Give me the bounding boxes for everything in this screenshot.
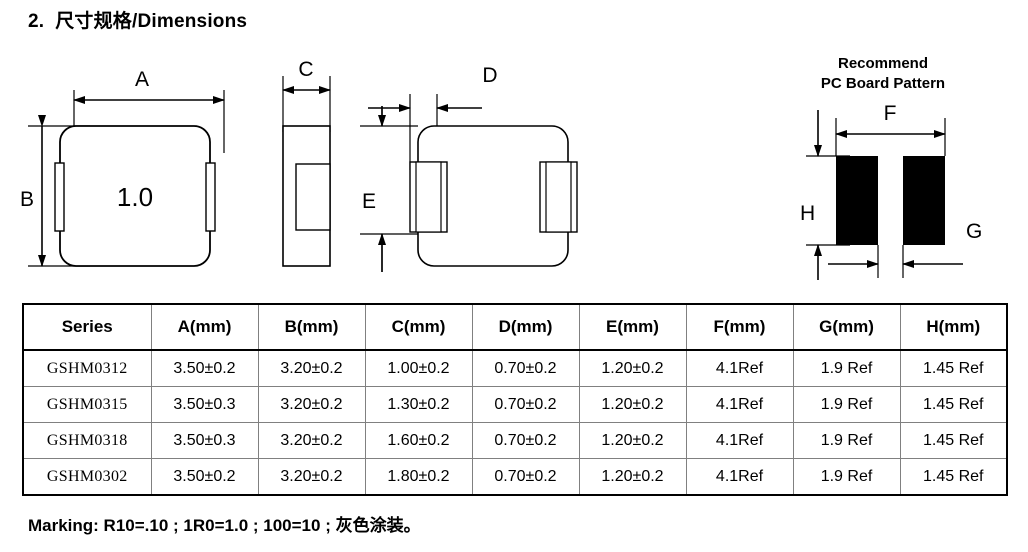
cell-h: 1.45 Ref: [899, 386, 1008, 423]
cell-h: 1.45 Ref: [899, 349, 1008, 387]
cell-d: 0.70±0.2: [471, 386, 580, 423]
cell-f: 4.1Ref: [685, 458, 794, 496]
cell-b: 3.20±0.2: [257, 349, 366, 387]
cell-g: 1.9 Ref: [792, 422, 901, 459]
cell-f: 4.1Ref: [685, 349, 794, 387]
cell-e: 1.20±0.2: [578, 422, 687, 459]
cell-c: 1.00±0.2: [364, 349, 473, 387]
cell-h: 1.45 Ref: [899, 458, 1008, 496]
dimension-label-b: B: [20, 188, 34, 211]
column-header-f: F(mm): [685, 303, 794, 351]
dimension-label-f: F: [884, 102, 897, 125]
cell-d: 0.70±0.2: [471, 422, 580, 459]
cell-series: GSHM0312: [22, 349, 152, 387]
cell-c: 1.80±0.2: [364, 458, 473, 496]
pcb-pattern-title-line1: Recommend: [838, 55, 928, 72]
drawings-svg: A B 1.0 C: [20, 55, 982, 280]
dimension-drawings: A B 1.0 C: [0, 48, 1028, 298]
cell-b: 3.20±0.2: [257, 458, 366, 496]
top-view-group: A B 1.0: [20, 68, 225, 267]
dimension-label-e: E: [362, 190, 376, 213]
pcb-pad-right: [903, 156, 945, 245]
cell-g: 1.9 Ref: [792, 458, 901, 496]
cell-series: GSHM0315: [22, 386, 152, 423]
cell-e: 1.20±0.2: [578, 349, 687, 387]
top-view-terminal-right: [205, 162, 216, 232]
column-header-c: C(mm): [364, 303, 473, 351]
cell-g: 1.9 Ref: [792, 349, 901, 387]
marking-note: Marking: R10=.10 ; 1R0=1.0 ; 100=10 ; 灰色…: [28, 516, 421, 535]
cell-a: 3.50±0.3: [150, 422, 259, 459]
column-header-b: B(mm): [257, 303, 366, 351]
page-title: 2. 尺寸规格/Dimensions: [28, 11, 248, 32]
cell-e: 1.20±0.2: [578, 458, 687, 496]
cell-b: 3.20±0.2: [257, 386, 366, 423]
cell-a: 3.50±0.2: [150, 458, 259, 496]
column-header-a: A(mm): [150, 303, 259, 351]
column-header-e: E(mm): [578, 303, 687, 351]
cell-f: 4.1Ref: [685, 422, 794, 459]
cell-b: 3.20±0.2: [257, 422, 366, 459]
cell-d: 0.70±0.2: [471, 458, 580, 496]
side-view-group: C: [282, 58, 331, 267]
pcb-pattern-title-line2: PC Board Pattern: [821, 75, 945, 92]
top-view-terminal-left: [54, 162, 65, 232]
part-marking-value: 1.0: [117, 182, 153, 212]
table-header-row: Series A(mm) B(mm) C(mm) D(mm) E(mm) F(m…: [22, 303, 1008, 351]
column-header-g: G(mm): [792, 303, 901, 351]
bottom-view-pad-left-inner: [415, 161, 442, 233]
cell-a: 3.50±0.3: [150, 386, 259, 423]
dimension-label-h: H: [800, 202, 815, 225]
pcb-pattern-group: Recommend PC Board Pattern F H G: [800, 55, 982, 280]
table-row: GSHM0315 3.50±0.3 3.20±0.2 1.30±0.2 0.70…: [22, 386, 1008, 423]
pcb-pad-left: [836, 156, 878, 245]
cell-e: 1.20±0.2: [578, 386, 687, 423]
cell-c: 1.60±0.2: [364, 422, 473, 459]
cell-h: 1.45 Ref: [899, 422, 1008, 459]
bottom-view-group: D E: [360, 64, 578, 272]
dimension-table: Series A(mm) B(mm) C(mm) D(mm) E(mm) F(m…: [22, 303, 1008, 496]
cell-series: GSHM0318: [22, 422, 152, 459]
table-row: GSHM0312 3.50±0.2 3.20±0.2 1.00±0.2 0.70…: [22, 349, 1008, 387]
dimension-table-container: Series A(mm) B(mm) C(mm) D(mm) E(mm) F(m…: [22, 303, 1008, 496]
dimension-label-g: G: [966, 220, 982, 243]
cell-f: 4.1Ref: [685, 386, 794, 423]
side-view-terminal: [295, 163, 331, 231]
dimension-label-d: D: [482, 64, 497, 87]
cell-series: GSHM0302: [22, 458, 152, 496]
table-row: GSHM0302 3.50±0.2 3.20±0.2 1.80±0.2 0.70…: [22, 458, 1008, 496]
dimension-label-c: C: [298, 58, 313, 81]
column-header-series: Series: [22, 303, 152, 351]
table-row: GSHM0318 3.50±0.3 3.20±0.2 1.60±0.2 0.70…: [22, 422, 1008, 459]
cell-c: 1.30±0.2: [364, 386, 473, 423]
cell-a: 3.50±0.2: [150, 349, 259, 387]
bottom-view-pad-right-inner: [545, 161, 572, 233]
dimension-label-a: A: [135, 68, 149, 91]
cell-g: 1.9 Ref: [792, 386, 901, 423]
column-header-h: H(mm): [899, 303, 1008, 351]
cell-d: 0.70±0.2: [471, 349, 580, 387]
column-header-d: D(mm): [471, 303, 580, 351]
